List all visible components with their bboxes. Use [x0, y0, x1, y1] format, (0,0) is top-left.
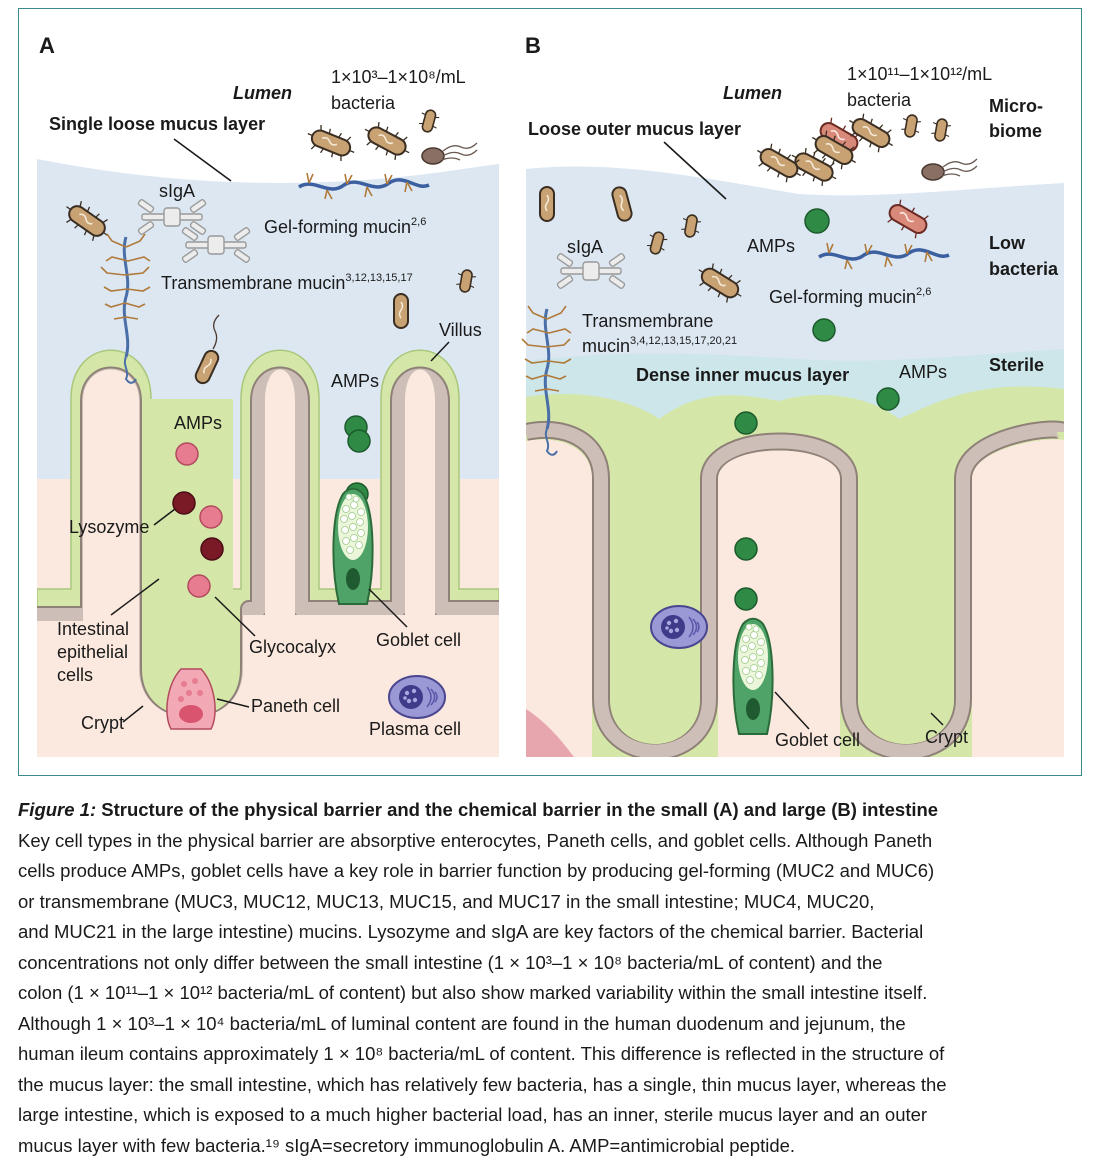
goblet-cell-label-b: Goblet cell [775, 730, 860, 750]
amps-label-a-right: AMPs [331, 371, 379, 391]
crypt-label-a: Crypt [81, 713, 124, 733]
mucus-layer-leader-a [173, 138, 232, 182]
flagellated-bacterium-icon [421, 142, 478, 165]
siga-label-a: sIgA [159, 181, 195, 201]
epithelial-label-1: Intestinal [57, 619, 129, 639]
amps-label-b-inner: AMPs [899, 362, 947, 382]
figure-frame: A Lumen 1×10³–1×10⁸/mL bacteria Single l… [18, 8, 1082, 776]
caption-title-text: Structure of the physical barrier and th… [96, 799, 939, 820]
figure-caption: Figure 1: Structure of the physical barr… [18, 795, 1088, 1161]
goblet-cell-label-a: Goblet cell [376, 630, 461, 650]
paneth-cell-label: Paneth cell [251, 696, 340, 716]
panel-b-illustration [526, 166, 1064, 757]
goblet-cell-icon-b [732, 617, 774, 735]
loose-outer-mucus-label: Loose outer mucus layer [528, 119, 741, 139]
amp-green-icon [804, 208, 830, 234]
bacterium-icon [416, 107, 442, 135]
amp-green-icon [812, 318, 836, 342]
lamina-b-left [526, 439, 592, 757]
plasma-cell-icon-b [650, 605, 708, 649]
low-bacteria-label-2: bacteria [989, 259, 1059, 279]
paneth-cell-icon [166, 668, 216, 730]
amps-label-b-top: AMPs [747, 236, 795, 256]
caption-line: and MUC21 in the large intestine) mucins… [18, 921, 924, 942]
caption-line: large intestine, which is exposed to a m… [18, 1104, 928, 1125]
caption-line: Although 1 × 10³–1 × 10⁴ bacteria/mL of … [18, 1012, 906, 1034]
crypt-label-b: Crypt [925, 727, 968, 747]
lamina-b-right [972, 439, 1064, 757]
lysozyme-label: Lysozyme [69, 517, 149, 537]
caption-line: cells produce AMPs, goblet cells have a … [18, 860, 935, 881]
flagellated-bacterium-icon [921, 158, 978, 181]
epithelial-label-3: cells [57, 665, 93, 685]
lumen-label-a: Lumen [233, 83, 292, 103]
tm-mucin-label-b-2: mucin3,4,12,13,15,17,20,21 [582, 335, 737, 356]
caption-title: Figure 1: Structure of the physical barr… [18, 795, 1088, 826]
bacteria-conc-a: 1×10³–1×10⁸/mL [331, 67, 466, 87]
bacterium-icon [929, 116, 953, 144]
goblet-cell-icon-a [332, 487, 374, 605]
bacterium-icon [899, 112, 923, 140]
panel-a-letter: A [39, 33, 55, 58]
caption-line: colon (1 × 10¹¹–1 × 10¹² bacteria/mL of … [18, 982, 928, 1003]
bacteria-word-a: bacteria [331, 93, 396, 113]
microbiome-label-1: Micro- [989, 96, 1043, 116]
tm-mucin-label-a: Transmembrane mucin3,12,13,15,17 [161, 272, 413, 293]
villus-label: Villus [439, 320, 482, 340]
gel-mucin-label-a: Gel-forming mucin2,6 [264, 216, 426, 237]
gel-mucin-label-b: Gel-forming mucin2,6 [769, 286, 931, 307]
amp-green-icon [734, 387, 900, 611]
panel-a-illustration [37, 159, 499, 757]
glycocalyx-label: Glycocalyx [249, 637, 336, 657]
bacterium-icon [393, 293, 409, 329]
siga-label-b: sIgA [567, 237, 603, 257]
plasma-cell-icon-a [388, 675, 446, 719]
bacterium-icon [301, 120, 361, 166]
villus-interior-a [37, 369, 499, 757]
caption-line: Key cell types in the physical barrier a… [18, 829, 933, 851]
bacteria-word-b: bacteria [847, 90, 912, 110]
intestine-barrier-diagram: A Lumen 1×10³–1×10⁸/mL bacteria Single l… [37, 33, 1064, 757]
amps-label-a-left: AMPs [174, 413, 222, 433]
dense-inner-mucus-label: Dense inner mucus layer [636, 365, 849, 385]
plasma-cell-label: Plasma cell [369, 719, 461, 739]
single-mucus-layer-label: Single loose mucus layer [49, 114, 265, 134]
outer-mucus-leader [663, 141, 727, 200]
tm-mucin-label-b-1: Transmembrane [582, 311, 713, 331]
caption-figure-label: Figure 1: [18, 799, 97, 820]
bacterium-icon [357, 116, 417, 166]
epithelial-label-2: epithelial [57, 642, 128, 662]
bacterium-icon [539, 186, 555, 222]
low-bacteria-label-1: Low [989, 233, 1026, 253]
caption-line: concentrations not only differ between t… [18, 951, 883, 973]
sterile-label: Sterile [989, 355, 1044, 375]
lumen-label-b: Lumen [723, 83, 782, 103]
amp-pink-icon [175, 442, 223, 598]
caption-line: or transmembrane (MUC3, MUC12, MUC13, MU… [18, 890, 875, 912]
caption-line: human ileum contains approximately 1 × 1… [18, 1043, 945, 1064]
bacteria-conc-b: 1×10¹¹–1×10¹²/mL [847, 64, 992, 84]
caption-line: mucus layer with few bacteria.¹⁹ sIgA=se… [18, 1134, 796, 1156]
caption-line: the mucus layer: the small intestine, wh… [18, 1073, 947, 1095]
panel-b-letter: B [525, 33, 541, 58]
lysozyme-icon [172, 491, 224, 561]
microbiome-label-2: biome [989, 121, 1042, 141]
